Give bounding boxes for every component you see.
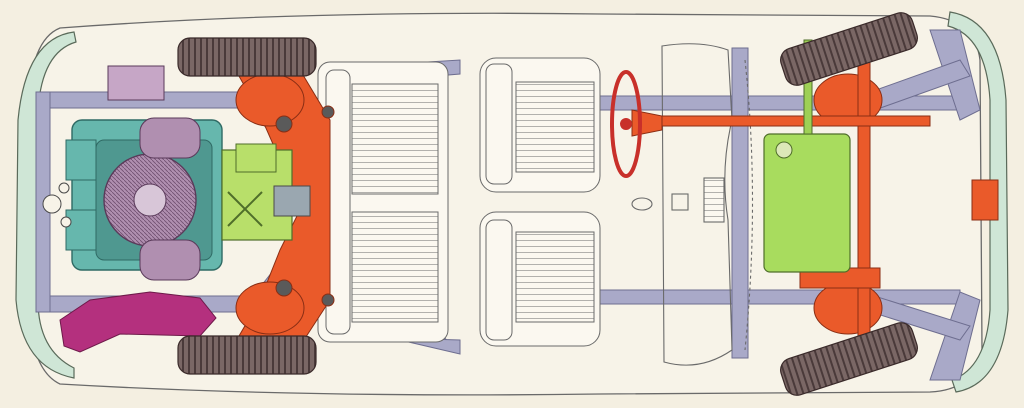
rear-right-tire <box>780 322 918 396</box>
gearbox <box>221 143 311 241</box>
front-right-tire <box>177 335 317 375</box>
exhaust <box>59 291 217 353</box>
tires <box>177 12 918 396</box>
engine-ancillaries <box>42 182 72 228</box>
rear-left-tire <box>780 12 918 86</box>
rear-bumper <box>947 11 1009 393</box>
engine <box>65 117 223 281</box>
rear-light <box>971 179 999 221</box>
battery-box <box>107 65 165 101</box>
fuel-tank <box>763 39 851 273</box>
steering-hub <box>620 118 632 130</box>
front-seats <box>479 57 601 347</box>
front-left-tire <box>177 37 317 77</box>
front-bumper <box>15 31 77 379</box>
dashboard <box>631 43 754 366</box>
rear-seat <box>317 61 449 343</box>
steering-wheel <box>610 70 642 178</box>
rear-suspension <box>799 59 883 351</box>
front-suspension <box>229 59 335 349</box>
